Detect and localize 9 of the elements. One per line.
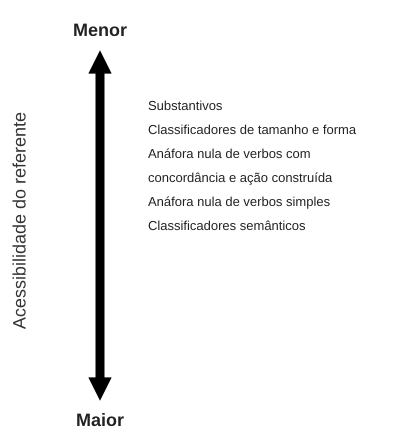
list-item: Anáfora nula de verbos com concordância e ação construída [148, 145, 334, 187]
list-item: Classificadores de tamanho e forma [148, 121, 358, 139]
axis-label: Acessibilidade do referente [10, 110, 30, 332]
scale-end-label: Menor [60, 20, 140, 41]
scale-end-label: Maior [60, 410, 140, 431]
list-item: Classificadores semânticos [148, 217, 307, 235]
list-item: Substantivos [148, 97, 224, 115]
double-headed-arrow [88, 50, 112, 401]
list-item: Anáfora nula de verbos simples [148, 193, 332, 211]
